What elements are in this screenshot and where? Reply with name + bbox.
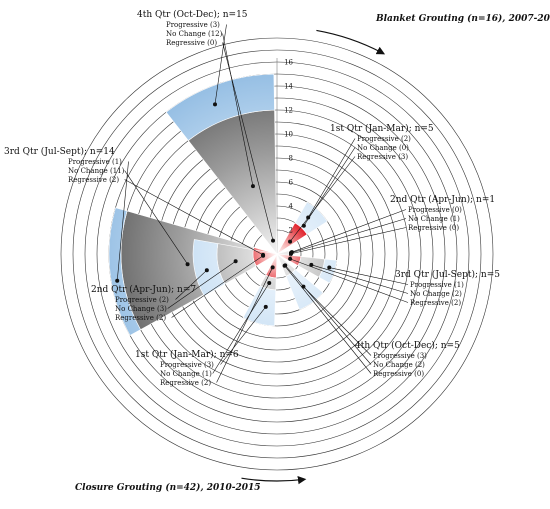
closure-q3-marker-regressive — [288, 256, 293, 261]
bar-blanket-q3-progressive — [108, 207, 141, 336]
closure-q2-leader-no-change — [167, 261, 236, 309]
bar-layer — [108, 73, 338, 336]
closure-q2-label-regressive: Regressive (2) — [115, 314, 166, 322]
blanket-q2-label-no-change: No Change (1) — [408, 215, 460, 223]
closure-q4-leader-progressive — [303, 286, 372, 356]
tick-label: 14 — [284, 83, 293, 91]
closure-q1-marker-progressive — [263, 304, 268, 309]
closure-q3-leader-no-change — [311, 264, 409, 294]
closure-q3-marker-no-change — [309, 262, 314, 267]
bar-closure-q4-progressive — [285, 269, 324, 311]
bar-closure-q3-progressive — [318, 258, 338, 284]
closure-q3-leader-progressive — [329, 267, 409, 285]
blanket-q4-label-no-change: No Change (12) — [166, 30, 223, 38]
closure-q4-title: 4th Qtr (Oct-Dec); n=5 — [355, 340, 460, 351]
grid-ring — [72, 49, 482, 459]
tick-label: 6 — [289, 179, 294, 187]
tick-label: 12 — [284, 107, 293, 115]
closure-q3-label-no-change: No Change (2) — [410, 290, 462, 298]
blanket-q3-label-regressive: Regressive (2) — [68, 176, 119, 184]
blanket-q2-marker-regressive — [288, 251, 293, 256]
blanket-q2-label-progressive: Progressive (0) — [408, 206, 462, 214]
grid-ring — [60, 37, 494, 471]
blanket-q1-label-progressive: Progressive (2) — [357, 135, 411, 143]
closure-q4-leader-regressive — [284, 265, 372, 374]
blanket-q4-title: 4th Qtr (Oct-Dec); n=15 — [137, 9, 248, 20]
tick-label: 8 — [289, 155, 293, 163]
closure-q3-label-progressive: Progressive (1) — [410, 281, 464, 289]
blanket-q2-leader-regressive — [290, 227, 407, 255]
closure-q1-leader-regressive — [216, 267, 273, 383]
closure-q3-label-regressive: Regressive (2) — [410, 299, 461, 307]
closure-q4-marker-regressive — [282, 263, 287, 268]
blanket-q3-leader-regressive — [124, 179, 264, 256]
closure-q3-leader-regressive — [290, 258, 409, 303]
closure-q2-leader-progressive — [175, 269, 208, 300]
blanket-q2-leader-progressive — [291, 209, 407, 253]
blanket-q1-leader-progressive — [307, 138, 356, 218]
closure-q1-leader-progressive — [220, 306, 267, 365]
closure-q2-marker-progressive — [204, 268, 209, 273]
blanket-q2-leader-no-change — [290, 218, 407, 254]
closure-q1-title: 1st Qtr (Jan-Mar); n=6 — [135, 349, 239, 360]
blanket-q4-leader-no-change — [222, 33, 254, 187]
closure-q3-title: 3rd Qtr (Jul-Sept); n=5 — [395, 269, 500, 280]
blanket-q4-leader-regressive — [222, 42, 274, 241]
blanket-q4-marker-progressive — [213, 102, 218, 107]
closure-phase-label: Closure Grouting (n=42), 2010-2015 — [75, 482, 261, 493]
blanket-q1-label-regressive: Regressive (3) — [357, 153, 408, 161]
blanket-q3-leader-progressive — [116, 161, 129, 281]
blanket-q4-marker-no-change — [250, 184, 255, 189]
blanket-q3-marker-no-change — [185, 262, 190, 267]
closure-q1-marker-no-change — [267, 280, 272, 285]
blanket-q1-marker-regressive — [288, 239, 293, 244]
blanket-q2-label-regressive: Regressive (0) — [408, 224, 459, 232]
blanket-q2-title: 2nd Qtr (Apr-Jun); n=1 — [390, 194, 495, 205]
closure-phase-arrow — [241, 475, 307, 485]
blanket-q3-label-progressive: Progressive (1) — [68, 158, 122, 166]
blanket-q3-label-no-change: No Change (11) — [68, 167, 125, 175]
closure-q4-leader-no-change — [285, 265, 372, 365]
closure-q1-marker-regressive — [270, 265, 275, 270]
closure-q2-marker-regressive — [261, 253, 266, 258]
blanket-q1-leader-no-change — [303, 147, 356, 226]
closure-q1-label-progressive: Progressive (3) — [160, 361, 214, 369]
closure-q1-label-no-change: No Change (1) — [160, 370, 212, 378]
blanket-q1-label-no-change: No Change (0) — [357, 144, 409, 152]
closure-q2-title: 2nd Qtr (Apr-Jun); n=7 — [91, 284, 196, 295]
blanket-q1-leader-regressive — [289, 156, 356, 242]
tick-label: 16 — [284, 59, 293, 67]
closure-q2-label-progressive: Progressive (2) — [115, 296, 169, 304]
closure-q1-label-regressive: Regressive (2) — [160, 379, 211, 387]
tick-label: 10 — [284, 131, 293, 139]
blanket-q1-title: 1st Qtr (Jan-Mar); n=5 — [330, 123, 434, 134]
closure-q3-marker-progressive — [327, 265, 332, 270]
closure-q2-leader-regressive — [171, 255, 264, 318]
closure-q4-label-regressive: Regressive (0) — [373, 370, 424, 378]
tick-label: 2 — [289, 227, 293, 235]
closure-q1-leader-no-change — [212, 282, 270, 374]
blanket-phase-label: Blanket Grouting (n=16), 2007-2009 — [375, 13, 550, 24]
closure-q2-marker-no-change — [233, 259, 238, 264]
blanket-q3-title: 3rd Qtr (Jul-Sept); n=14 — [4, 146, 115, 157]
phase-labels: Blanket Grouting (n=16), 2007-2009Closur… — [75, 13, 550, 493]
blanket-q3-leader-no-change — [124, 170, 188, 265]
blanket-q4-leader-progressive — [214, 24, 227, 105]
blanket-q4-marker-regressive — [271, 238, 276, 243]
closure-q4-label-progressive: Progressive (3) — [373, 352, 427, 360]
blanket-q3-marker-progressive — [115, 278, 120, 283]
blanket-q4-label-regressive: Regressive (0) — [166, 39, 217, 47]
bar-closure-q1-progressive — [242, 285, 277, 327]
blanket-q4-label-progressive: Progressive (3) — [166, 21, 220, 29]
bar-blanket-q4-progressive — [165, 73, 275, 141]
closure-q2-label-no-change: No Change (3) — [115, 305, 167, 313]
blanket-phase-arrow — [316, 29, 386, 55]
tick-label: 4 — [289, 203, 294, 211]
closure-q4-label-no-change: No Change (2) — [373, 361, 425, 369]
